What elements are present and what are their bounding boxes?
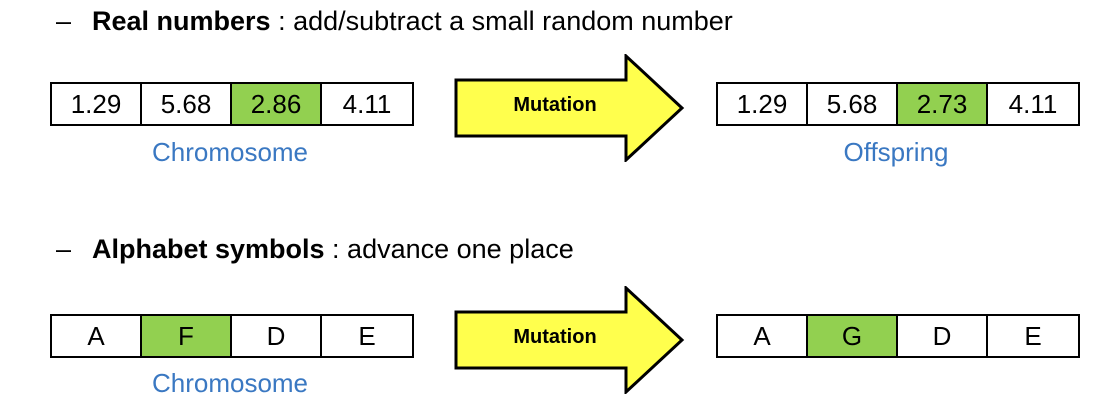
mutation-arrow-icon	[454, 54, 685, 162]
gene-cell: 4.11	[1008, 88, 1058, 119]
gene-cell: D	[232, 316, 322, 356]
mutation-label: Mutation	[513, 326, 597, 348]
gene-cell: E	[1024, 320, 1042, 351]
mutated-gene-cell: F	[142, 316, 232, 356]
bullet-title: Real numbers	[92, 6, 271, 36]
gene-cell: D	[898, 316, 988, 356]
gene-cell: 5.68	[808, 84, 898, 124]
gene-cell: 5.68	[142, 84, 232, 124]
gene-cell: E	[358, 320, 376, 351]
gene-cell: 1.29	[52, 84, 142, 124]
bullet-description: : advance one place	[324, 234, 574, 264]
bullet-alphabet-symbols: –Alphabet symbols : advance one place	[56, 232, 574, 266]
mutated-gene-cell: 2.86	[232, 84, 322, 124]
chromosome-caption: Chromosome	[151, 368, 309, 398]
offspring-caption: Offspring	[843, 137, 949, 167]
chromosome-row-alphabet: A F D E	[50, 314, 414, 358]
mutation-arrow-icon	[454, 286, 685, 394]
mutated-gene-cell: 2.73	[898, 84, 988, 124]
bullet-real-numbers: –Real numbers : add/subtract a small ran…	[56, 4, 733, 38]
bullet-title: Alphabet symbols	[92, 234, 325, 264]
chromosome-caption: Chromosome	[151, 137, 309, 167]
mutation-label: Mutation	[513, 94, 597, 116]
mutated-gene-cell: G	[808, 316, 898, 356]
gene-cell: 1.29	[718, 84, 808, 124]
gene-cell: A	[52, 316, 142, 356]
offspring-row-alphabet: A G D E	[716, 314, 1080, 358]
gene-cell: 4.11	[342, 88, 392, 119]
chromosome-row-real: 1.29 5.68 2.86 4.11	[50, 82, 414, 126]
bullet-dash: –	[56, 6, 72, 36]
bullet-description: : add/subtract a small random number	[270, 6, 733, 36]
offspring-row-real: 1.29 5.68 2.73 4.11	[716, 82, 1080, 126]
bullet-dash: –	[56, 234, 72, 264]
gene-cell: A	[718, 316, 808, 356]
